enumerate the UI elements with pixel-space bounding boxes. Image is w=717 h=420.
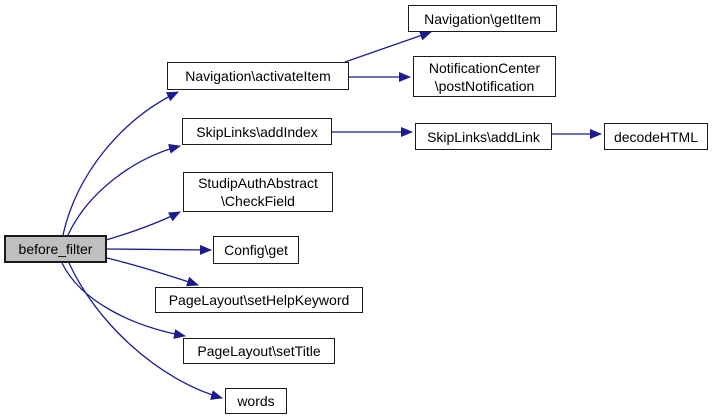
node-label: \CheckField [221,193,295,209]
edge-activateitem-getitem [344,30,432,63]
node-before-filter: before_filter [4,235,107,263]
node-navigation-getitem[interactable]: Navigation\getItem [408,5,557,32]
node-studipauthabstract-checkfield[interactable]: StudipAuthAbstract \CheckField [183,172,333,212]
node-label: NotificationCenter [428,59,541,76]
edge-beforefilter-words [68,262,223,400]
edge-beforefilter-sethelpkeyword [106,257,199,287]
node-label: \postNotification [434,77,535,94]
node-words[interactable]: words [225,388,287,414]
edge-beforefilter-activateitem [62,91,179,236]
node-label: SkipLinks\addLink [427,128,540,145]
node-navigation-activateitem[interactable]: Navigation\activateItem [167,62,349,90]
node-skiplinks-addlink[interactable]: SkipLinks\addLink [415,123,552,150]
node-label: Navigation\getItem [424,10,541,27]
node-label: StudipAuthAbstract [198,175,318,191]
node-label: Navigation\activateItem [185,68,331,84]
node-label: decodeHTML [613,128,699,145]
node-label: Config\get [224,242,288,258]
node-pagelayout-sethelpkeyword[interactable]: PageLayout\setHelpKeyword [155,287,363,313]
node-config-get[interactable]: Config\get [213,236,299,264]
edge-beforefilter-checkfield [105,211,181,241]
node-notificationcenter-postnotification[interactable]: NotificationCenter \postNotification [413,56,556,97]
node-label: PageLayout\setTitle [197,343,321,359]
node-skiplinks-addindex[interactable]: SkipLinks\addIndex [182,118,332,145]
node-label: PageLayout\setHelpKeyword [168,292,350,308]
node-pagelayout-settitle[interactable]: PageLayout\setTitle [183,338,335,364]
node-label: SkipLinks\addIndex [196,123,318,140]
edge-beforefilter-configget [106,244,212,255]
node-label: words [237,393,275,409]
node-label: before_filter [18,241,93,257]
edge-beforefilter-addindex [67,143,181,236]
node-decodehtml[interactable]: decodeHTML [604,123,708,150]
edge-beforefilter-settitle [61,262,186,339]
